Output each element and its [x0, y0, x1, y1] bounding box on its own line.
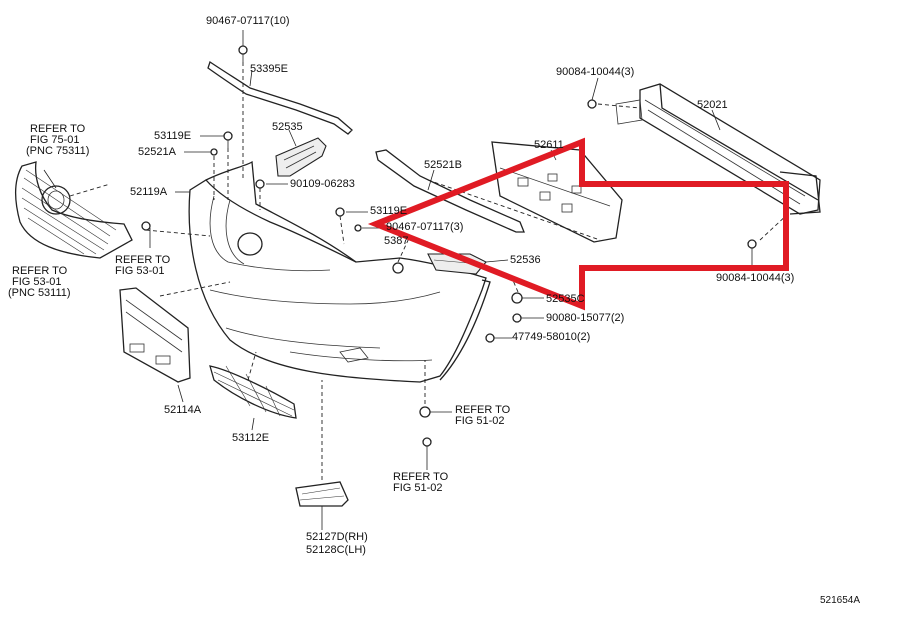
label-90467-07117-mid: 90467-07117(3) [386, 221, 464, 233]
refer-line: (PNC 75311) [26, 145, 90, 157]
label-52521A: 52521A [138, 146, 176, 158]
label-53395E: 53395E [250, 63, 288, 75]
refer-line: (PNC 53111) [8, 287, 71, 299]
refer-line: REFER TO [393, 471, 449, 483]
lower-grille-53112E [209, 365, 297, 419]
seal-53395E [207, 60, 353, 135]
label-52127D: 52127D(RH) [306, 531, 368, 543]
red-arrow-annotation [367, 137, 789, 311]
fog-cover-52127D [295, 481, 349, 507]
refer-line: FIG 53-01 [115, 265, 165, 277]
label-47749-58010: 47749-58010(2) [512, 331, 591, 343]
label-52021: 52021 [697, 99, 728, 111]
label-90109-06283: 90109-06283 [290, 178, 355, 190]
label-90084-10044-bot: 90084-10044(3) [716, 272, 795, 284]
refer-line: REFER TO [455, 404, 511, 416]
label-52611: 52611 [534, 139, 564, 151]
fasteners [141, 45, 757, 447]
label-52536: 52536 [510, 254, 541, 266]
refer-line: REFER TO [30, 123, 86, 135]
label-90084-10044-top: 90084-10044(3) [556, 66, 635, 78]
label-5387: 5387 [384, 235, 409, 247]
label-52114A: 52114A [164, 404, 202, 416]
refer-fig-75-01: REFER TO FIG 75-01 (PNC 75311) [26, 123, 89, 157]
refer-fig-51-02-a: REFER TO FIG 51-02 [455, 405, 510, 427]
leader-lines [43, 30, 753, 530]
label-52535: 52535 [272, 121, 303, 133]
refer-line: REFER TO [115, 254, 171, 266]
label-53119E-b: 53119E [370, 205, 408, 217]
refer-line: REFER TO [12, 265, 68, 277]
license-plate-bracket-52114A [119, 287, 191, 383]
label-52119A: 52119A [130, 186, 168, 198]
retainer-52521B [375, 149, 525, 233]
diagram-number: 521654A [820, 595, 861, 606]
bumper-reinforcement-52021 [597, 83, 821, 241]
label-90467-07117-top: 90467-07117(10) [206, 15, 290, 27]
label-52535C: 52535C [546, 293, 585, 305]
refer-line: FIG 51-02 [393, 482, 443, 494]
label-53112E: 53112E [232, 432, 270, 444]
assembly-lines [145, 62, 601, 480]
refer-fig-53-01: REFER TO FIG 53-01 [115, 255, 170, 277]
label-53119E-a: 53119E [154, 130, 192, 142]
bracket-52535 [275, 137, 327, 177]
refer-line: FIG 75-01 [30, 134, 80, 146]
energy-absorber-52611 [491, 141, 623, 243]
refer-fig-51-02-b: REFER TO FIG 51-02 [393, 472, 448, 494]
upper-grille [15, 161, 133, 259]
label-90080-15077: 90080-15077(2) [546, 312, 625, 324]
label-52521B: 52521B [424, 159, 462, 171]
refer-fig-53-01-pnc: REFER TO FIG 53-01 (PNC 53111) [8, 265, 71, 299]
refer-line: FIG 51-02 [455, 415, 505, 427]
refer-line: FIG 53-01 [12, 276, 62, 288]
label-52128C: 52128C(LH) [306, 544, 366, 556]
